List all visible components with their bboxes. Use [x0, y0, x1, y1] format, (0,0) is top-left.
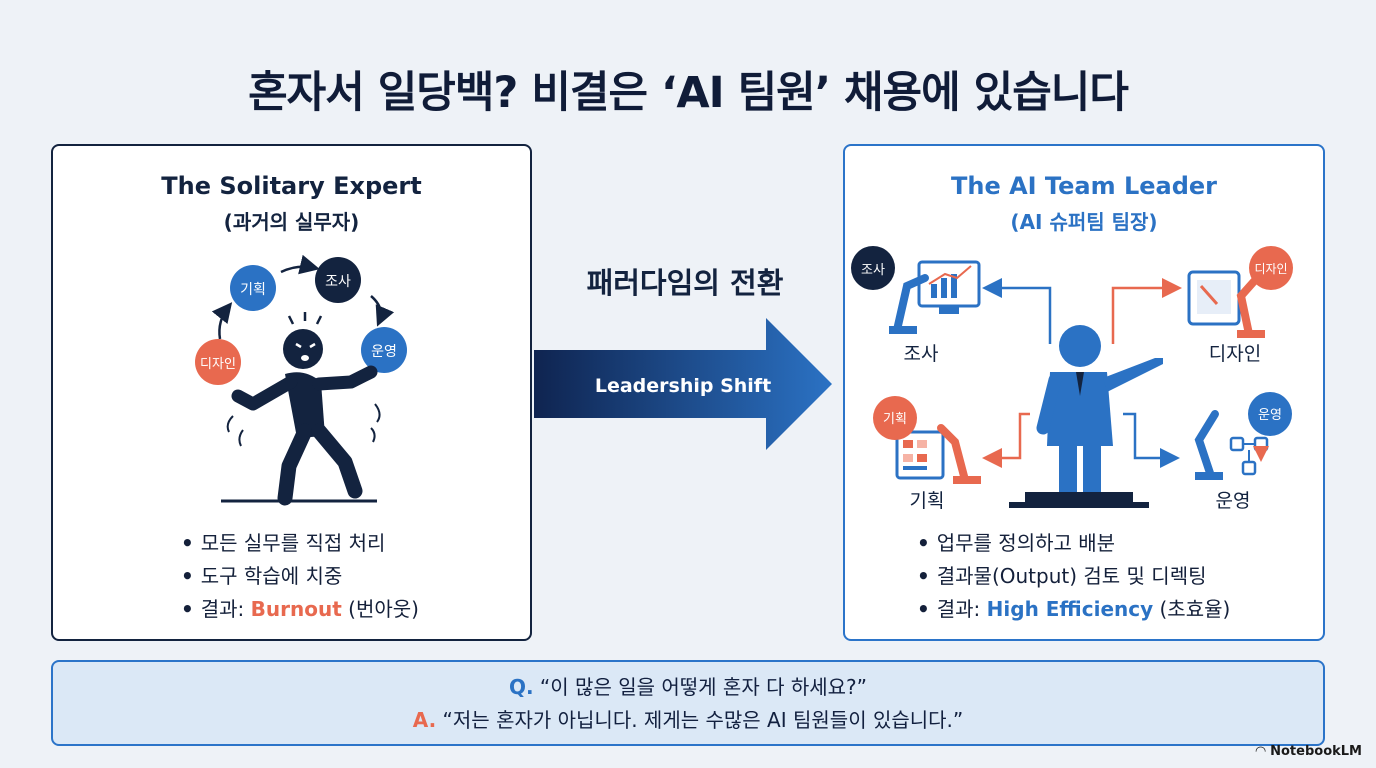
- left-bullet-item: 도구 학습에 치중: [181, 560, 419, 593]
- ai-agent-operations: 운영: [1195, 392, 1292, 480]
- task-label-planning: 기획: [240, 282, 266, 298]
- agent-label-planning: 기획: [910, 490, 945, 512]
- stressed-person-icon: [228, 312, 380, 498]
- left-result-item: 결과: Burnout (번아웃): [181, 593, 419, 626]
- solitary-expert-panel: The Solitary Expert (과거의 실무자) 기획 조사 운영 디…: [51, 144, 532, 641]
- left-result-suffix: (번아웃): [342, 597, 419, 621]
- right-bullet-item: 업무를 정의하고 배분: [917, 527, 1230, 560]
- question-text: “이 많은 일을 어떻게 혼자 다 하세요?”: [534, 675, 867, 699]
- task-circle-research: 조사: [315, 257, 361, 303]
- agent-label-design: 디자인: [1209, 343, 1261, 365]
- answer-prefix: A.: [413, 708, 436, 732]
- task-circle-design: 디자인: [195, 339, 241, 385]
- team-leader-icon: [1009, 325, 1163, 508]
- leadership-shift-arrow: Leadership Shift: [530, 316, 840, 456]
- watermark-text: NotebookLM: [1270, 744, 1362, 759]
- answer-line: A. “저는 혼자가 아닙니다. 제게는 수많은 AI 팀원들이 있습니다.”: [53, 704, 1323, 737]
- paradigm-shift-heading: 패러다임의 전환: [540, 260, 830, 302]
- notebooklm-watermark: ◠ NotebookLM: [1256, 744, 1362, 759]
- right-bullet-list: 업무를 정의하고 배분 결과물(Output) 검토 및 디렉팅 결과: Hig…: [917, 527, 1230, 626]
- ai-agent-design: 디자인: [1189, 246, 1293, 338]
- task-circle-planning: 기획: [230, 265, 276, 311]
- task-label-operations: 운영: [371, 344, 397, 360]
- burnout-highlight: Burnout: [251, 597, 342, 621]
- agent-badge-research: 조사: [861, 263, 885, 278]
- right-result-prefix: 결과:: [937, 597, 987, 621]
- left-result-prefix: 결과:: [201, 597, 251, 621]
- qa-box: Q. “이 많은 일을 어떻게 혼자 다 하세요?” A. “저는 혼자가 아닙…: [51, 660, 1325, 746]
- task-label-design: 디자인: [200, 357, 236, 372]
- task-label-research: 조사: [325, 274, 351, 290]
- right-result-suffix: (초효율): [1153, 597, 1230, 621]
- left-bullet-item: 모든 실무를 직접 처리: [181, 527, 419, 560]
- high-efficiency-highlight: High Efficiency: [987, 597, 1153, 621]
- agent-label-operations: 운영: [1216, 490, 1251, 512]
- question-prefix: Q.: [509, 675, 534, 699]
- right-bullet-item: 결과물(Output) 검토 및 디렉팅: [917, 560, 1230, 593]
- right-result-item: 결과: High Efficiency (초효율): [917, 593, 1230, 626]
- agent-badge-operations: 운영: [1258, 408, 1282, 423]
- agent-label-research: 조사: [904, 343, 939, 365]
- answer-text: “저는 혼자가 아닙니다. 제게는 수많은 AI 팀원들이 있습니다.”: [436, 708, 963, 732]
- page-title: 혼자서 일당백? 비결은 ‘AI 팀원’ 채용에 있습니다: [0, 58, 1376, 120]
- question-line: Q. “이 많은 일을 어떻게 혼자 다 하세요?”: [53, 671, 1323, 704]
- ai-team-leader-panel: The AI Team Leader (AI 슈퍼팀 팀장): [843, 144, 1325, 641]
- agent-badge-planning: 기획: [883, 412, 907, 427]
- agent-badge-design: 디자인: [1254, 262, 1287, 276]
- ai-agent-research: 조사: [851, 246, 979, 334]
- task-circle-operations: 운영: [361, 327, 407, 373]
- leadership-shift-label: Leadership Shift: [595, 375, 771, 397]
- ai-agent-planning: 기획: [873, 396, 981, 484]
- left-bullet-list: 모든 실무를 직접 처리 도구 학습에 치중 결과: Burnout (번아웃): [181, 527, 419, 626]
- notebooklm-logo-icon: ◠: [1256, 744, 1271, 759]
